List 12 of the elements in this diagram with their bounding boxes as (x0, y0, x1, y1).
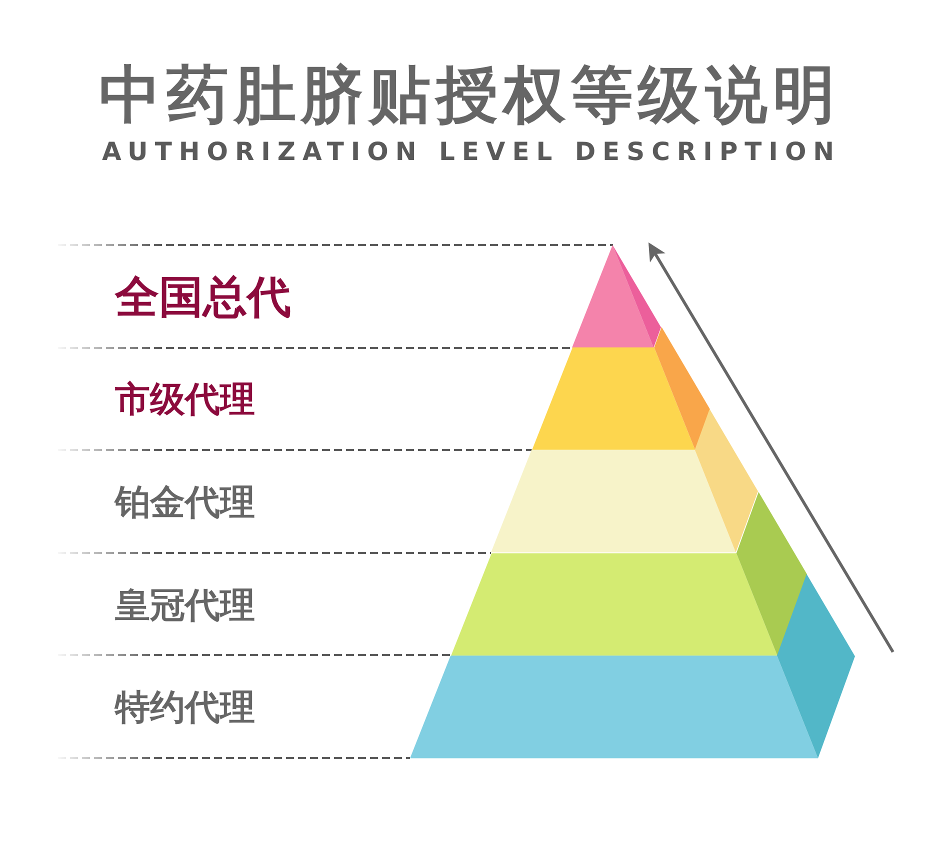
level-label: 特约代理 (115, 691, 255, 726)
pyramid-tier (532, 327, 710, 450)
subtitle: AUTHORIZATION LEVEL DESCRIPTION (102, 139, 842, 164)
level-label: 市级代理 (115, 383, 255, 418)
level-label: 皇冠代理 (115, 588, 255, 624)
level-label: 全国总代 (115, 276, 291, 320)
level-label: 铂金代理 (115, 486, 255, 521)
pyramid-tier (450, 492, 807, 656)
pyramid-tier (491, 409, 758, 553)
title: 中药肚脐贴授权等级说明 (99, 64, 840, 126)
pyramid-tier (572, 245, 662, 348)
pyramid-tier (410, 574, 855, 758)
